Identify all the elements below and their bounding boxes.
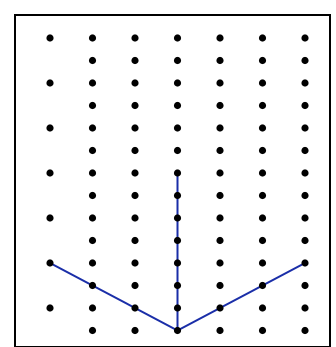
- grid-dot: [46, 169, 54, 177]
- grid-dot: [301, 124, 309, 132]
- grid-dot: [173, 124, 182, 132]
- grid-dot: [173, 326, 182, 335]
- grid-dot: [131, 304, 139, 312]
- grid-dot: [88, 56, 97, 65]
- grid-dot: [301, 281, 309, 290]
- grid-dot: [301, 101, 309, 110]
- grid-dot: [88, 101, 97, 110]
- grid-dot: [173, 214, 182, 222]
- grid-dot: [88, 281, 97, 290]
- grid-dot: [216, 79, 224, 87]
- grid-dot: [131, 56, 139, 65]
- grid-dot: [301, 304, 309, 312]
- grid-dot: [301, 326, 309, 335]
- grid-dot: [301, 191, 309, 200]
- grid-dot: [88, 326, 97, 335]
- grid-dot: [216, 169, 224, 177]
- grid-dot: [301, 236, 309, 245]
- grid-dot: [173, 191, 182, 200]
- grid-dot: [216, 326, 224, 335]
- grid-dot: [258, 191, 267, 200]
- grid-dot: [258, 304, 267, 312]
- grid-dot: [258, 79, 267, 87]
- grid-dot: [258, 214, 267, 222]
- grid-dot: [216, 281, 224, 290]
- grid-dot: [131, 79, 139, 87]
- grid-dot: [88, 124, 97, 132]
- grid-dot: [216, 146, 224, 155]
- grid-dot: [88, 191, 97, 200]
- grid-dot: [301, 79, 309, 87]
- grid-dot: [46, 34, 54, 42]
- grid-dot: [258, 259, 267, 267]
- frame-border: [14, 14, 331, 347]
- grid-dot: [131, 124, 139, 132]
- grid-dot: [88, 236, 97, 245]
- grid-dot: [173, 34, 182, 42]
- grid-dot: [216, 236, 224, 245]
- grid-dot: [131, 236, 139, 245]
- grid-dot: [173, 169, 182, 177]
- grid-dot: [258, 56, 267, 65]
- grid-dot: [258, 169, 267, 177]
- grid-dot: [88, 259, 97, 267]
- grid-dot: [46, 259, 54, 267]
- grid-dot: [258, 281, 267, 290]
- grid-dot: [301, 56, 309, 65]
- grid-dot: [173, 304, 182, 312]
- grid-dot: [131, 191, 139, 200]
- grid-dot: [301, 169, 309, 177]
- grid-dot: [216, 214, 224, 222]
- grid-dot: [258, 146, 267, 155]
- grid-dot: [173, 101, 182, 110]
- grid-dot: [258, 326, 267, 335]
- grid-dot: [216, 304, 224, 312]
- grid-dot: [216, 259, 224, 267]
- grid-dot: [131, 281, 139, 290]
- grid-dot: [258, 34, 267, 42]
- grid-dot: [88, 79, 97, 87]
- grid-dot: [301, 259, 309, 267]
- grid-dot: [131, 326, 139, 335]
- grid-dot: [301, 214, 309, 222]
- grid-dot: [173, 146, 182, 155]
- grid-dot: [46, 124, 54, 132]
- grid-dot: [46, 214, 54, 222]
- grid-dot: [301, 146, 309, 155]
- grid-dot: [258, 124, 267, 132]
- grid-dot: [88, 169, 97, 177]
- grid-dot: [173, 281, 182, 290]
- grid-dot: [258, 101, 267, 110]
- grid-dot: [46, 79, 54, 87]
- grid-dot: [131, 101, 139, 110]
- grid-dot: [301, 34, 309, 42]
- grid-dot: [131, 214, 139, 222]
- grid-dot: [216, 34, 224, 42]
- grid-dot: [216, 191, 224, 200]
- grid-dot: [258, 236, 267, 245]
- grid-dot: [173, 56, 182, 65]
- grid-dot: [88, 34, 97, 42]
- grid-dot: [88, 304, 97, 312]
- grid-dot: [46, 304, 54, 312]
- grid-dot: [216, 101, 224, 110]
- grid-dot: [173, 236, 182, 245]
- grid-dot: [173, 259, 182, 267]
- grid-dot: [131, 34, 139, 42]
- grid-dot: [88, 146, 97, 155]
- grid-dot: [216, 124, 224, 132]
- grid-dot: [173, 79, 182, 87]
- grid-dot: [131, 169, 139, 177]
- grid-dot: [131, 146, 139, 155]
- grid-dot: [88, 214, 97, 222]
- grid-dot: [216, 56, 224, 65]
- grid-dot: [131, 259, 139, 267]
- dots-layer: [46, 34, 309, 335]
